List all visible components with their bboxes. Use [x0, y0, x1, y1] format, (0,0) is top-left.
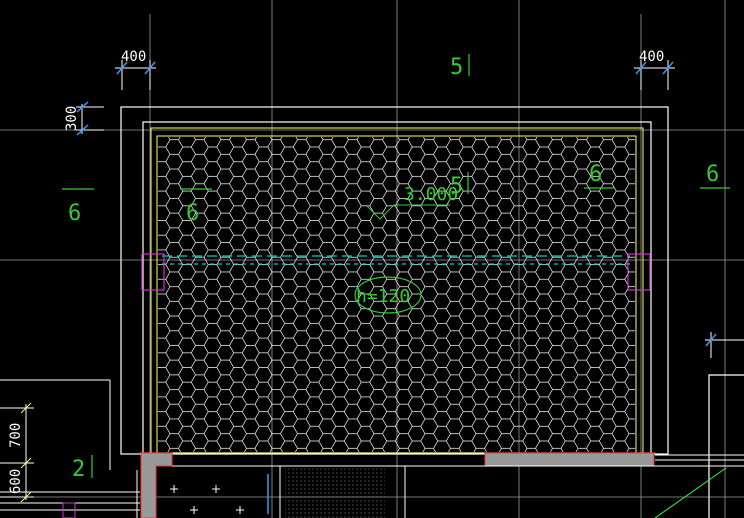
column-right [627, 253, 651, 291]
dimension-right-side [705, 332, 744, 358]
axis-label-left-outer: 6 [68, 201, 81, 226]
right-wall-fragment [708, 374, 744, 518]
axis-label-left-inner: 6 [186, 201, 199, 226]
plus-markers [170, 485, 244, 514]
axis-label-bottom-left: 2 [72, 457, 85, 482]
dimension-left-vertical [76, 101, 104, 136]
wall-cut-left [140, 452, 173, 518]
beam-line [162, 255, 630, 265]
dimension-top-right [634, 60, 675, 90]
slab-thickness-ellipse [354, 276, 422, 314]
outer-wall-line [120, 106, 669, 455]
slab-hatch [158, 137, 635, 452]
dotted-fill-region [285, 468, 385, 518]
axis-label-top-center: 5 [450, 55, 463, 80]
dimension-bottom-left [0, 402, 34, 503]
elevation-label: 3.000 [404, 184, 458, 205]
dimension-label-bottom-left-upper: 700 [8, 423, 24, 448]
axis-label-right-inner: 6 [589, 162, 602, 187]
column-left [141, 253, 165, 291]
diagonal-line [654, 467, 727, 518]
wall-cut-right [484, 452, 655, 467]
dimension-label-top-left: 400 [121, 49, 146, 65]
dimension-label-bottom-left-lower: 600 [8, 469, 24, 494]
magenta-marker [62, 502, 76, 518]
slab-thickness-label: h=120 [356, 286, 410, 307]
elevation-marker [365, 204, 450, 220]
lower-area [0, 379, 744, 518]
dimension-label-top-right: 400 [639, 49, 664, 65]
axis-label-center-inner: 5 [450, 174, 463, 199]
axis-label-right-outer: 6 [706, 162, 719, 187]
dimension-top-left [115, 60, 156, 90]
dimension-label-left-vertical: 300 [64, 106, 80, 131]
